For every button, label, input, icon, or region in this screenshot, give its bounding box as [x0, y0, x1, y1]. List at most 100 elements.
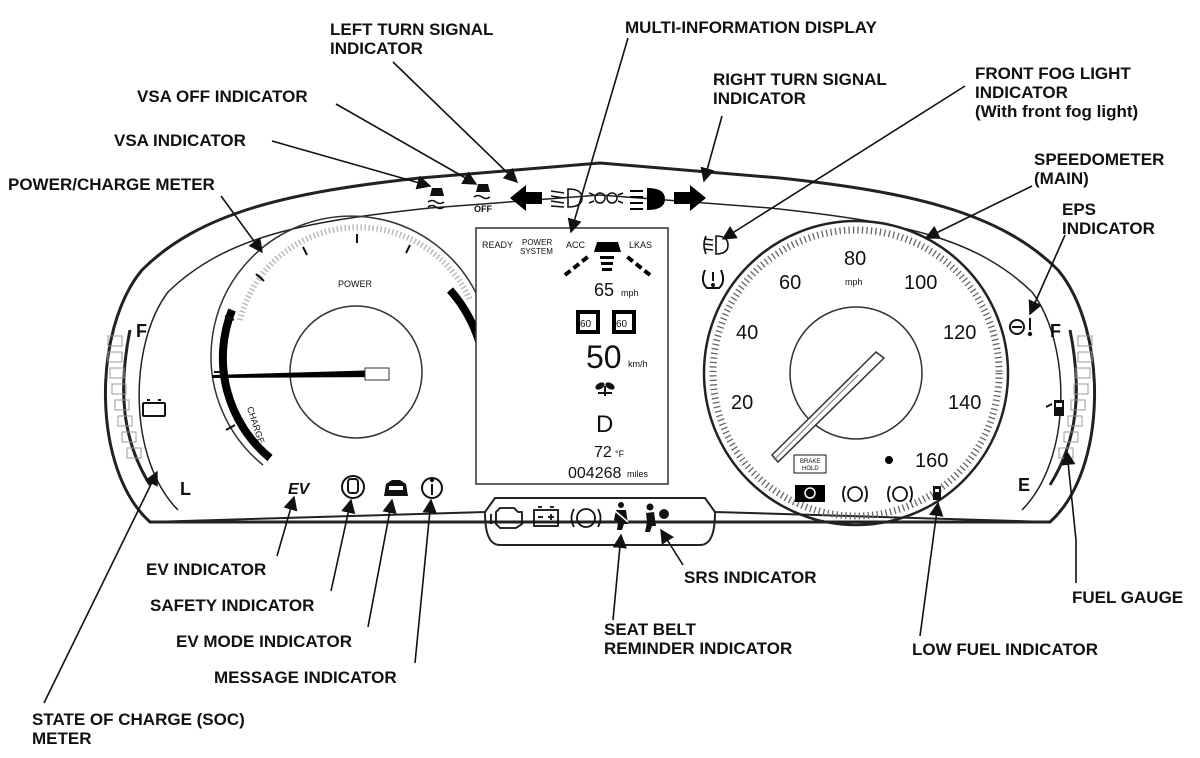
low-beam-icon	[550, 188, 583, 208]
mid-odometer-unit: miles	[627, 469, 649, 479]
low-fuel-icon	[933, 486, 941, 500]
srs-icon	[645, 503, 669, 532]
mid-lkas: LKAS	[629, 240, 652, 250]
label-left-turn-signal-line1: LEFT TURN SIGNAL	[330, 20, 494, 39]
parking-light-icon	[588, 192, 624, 204]
mid-power-system-2: SYSTEM	[520, 247, 553, 256]
mid-gear: D	[596, 411, 613, 438]
label-front-fog-light-line2: INDICATOR	[975, 83, 1068, 102]
label-speedometer: SPEEDOMETER (MAIN)	[1034, 150, 1164, 188]
label-vsa-off: VSA OFF INDICATOR	[137, 87, 308, 106]
seat-belt-icon	[613, 502, 629, 530]
label-soc-meter: STATE OF CHARGE (SOC) METER	[32, 710, 245, 748]
label-eps-line2: INDICATOR	[1062, 219, 1155, 238]
vsa-off-icon: OFF	[473, 184, 492, 214]
soc-meter: F L	[107, 321, 191, 499]
label-seat-belt-line1: SEAT BELT	[604, 620, 696, 639]
fuel-empty-mark: E	[1018, 475, 1030, 495]
label-seat-belt-line2: REMINDER INDICATOR	[604, 639, 793, 658]
fuel-pump-icon	[1045, 400, 1064, 416]
left-lower-indicators: EV	[288, 475, 443, 499]
speed-tick-100: 100	[904, 272, 937, 294]
mid-set-speed: 65	[594, 280, 614, 300]
label-front-fog-light-line3: (With front fog light)	[975, 102, 1139, 121]
speed-unit: mph	[845, 277, 863, 287]
brake-hold-1: BRAKE	[800, 459, 820, 465]
label-eps-line1: EPS	[1062, 200, 1097, 219]
label-right-turn-signal: RIGHT TURN SIGNAL INDICATOR	[713, 70, 887, 108]
right-arrow-icon	[674, 185, 706, 211]
fuel-full-mark: F	[1050, 321, 1061, 341]
label-srs: SRS INDICATOR	[684, 568, 817, 587]
left-arrow-icon	[510, 185, 542, 211]
label-vsa: VSA INDICATOR	[114, 131, 246, 150]
brake-hold-icon: BRAKE HOLD	[793, 454, 827, 474]
brake-icon	[842, 485, 868, 503]
fuel-gauge: F E	[1018, 321, 1093, 495]
multi-information-display: READY POWER SYSTEM ACC LKAS 65 mph 60 60…	[475, 227, 669, 485]
label-fuel-gauge: FUEL GAUGE	[1072, 588, 1184, 607]
speed-tick-20: 20	[731, 392, 753, 414]
soc-low-mark: L	[180, 479, 191, 499]
label-front-fog-light: FRONT FOG LIGHT INDICATOR (With front fo…	[975, 64, 1138, 121]
brake-hold-2: HOLD	[802, 466, 819, 472]
label-speedometer-line1: SPEEDOMETER	[1034, 150, 1165, 169]
lane-car-icon	[563, 242, 652, 277]
message-icon	[421, 477, 443, 499]
mid-acc: ACC	[566, 240, 586, 250]
mid-odometer: 004268	[568, 465, 621, 482]
label-power-charge-meter: POWER/CHARGE METER	[8, 175, 215, 194]
auto-brake-hold-icon	[795, 485, 825, 502]
label-soc-meter-line1: STATE OF CHARGE (SOC)	[32, 710, 245, 729]
label-seat-belt: SEAT BELT REMINDER INDICATOR	[604, 620, 792, 658]
label-front-fog-light-line1: FRONT FOG LIGHT	[975, 64, 1131, 83]
speed-tick-80: 80	[844, 248, 866, 270]
eps-icon	[1009, 318, 1033, 337]
speedometer-main: 20 40 60 80 mph 100 120 140 160 BRAKE HO…	[702, 219, 1010, 527]
label-ev-mode-indicator: EV MODE INDICATOR	[176, 632, 352, 651]
label-eps: EPS INDICATOR	[1062, 200, 1155, 238]
label-left-turn-signal-line2: INDICATOR	[330, 39, 423, 58]
label-right-turn-signal-line2: INDICATOR	[713, 89, 806, 108]
power-word: POWER	[338, 279, 373, 289]
speed-tick-60: 60	[779, 272, 801, 294]
mid-sign-left: 60	[580, 319, 592, 330]
speed-tick-140: 140	[948, 392, 981, 414]
safety-icon	[341, 475, 365, 499]
battery-icon	[142, 399, 166, 417]
soc-full-mark: F	[136, 321, 147, 341]
bottom-warning-strip	[490, 502, 669, 532]
label-left-turn-signal: LEFT TURN SIGNAL INDICATOR	[330, 20, 493, 58]
leader-lines	[43, 37, 1077, 704]
mid-ready: READY	[482, 240, 513, 250]
mid-temperature-unit: °F	[615, 449, 625, 459]
label-multi-information-display: MULTI-INFORMATION DISPLAY	[625, 18, 877, 37]
mid-speed-unit: km/h	[628, 359, 648, 369]
power-charge-meter: POWER CHARGE	[210, 215, 492, 466]
label-message-indicator: MESSAGE INDICATOR	[214, 668, 397, 687]
check-engine-icon	[490, 507, 523, 529]
ev-mode-icon	[384, 480, 408, 496]
label-right-turn-signal-line1: RIGHT TURN SIGNAL	[713, 70, 887, 89]
speed-tick-40: 40	[736, 322, 758, 344]
high-beam-icon	[630, 188, 665, 210]
label-ev-indicator: EV INDICATOR	[146, 560, 267, 579]
label-soc-meter-line2: METER	[32, 729, 92, 748]
vsa-off-text: OFF	[474, 204, 492, 214]
vsa-icon	[427, 188, 445, 210]
mid-temperature: 72	[594, 444, 612, 461]
mid-power-system-1: POWER	[522, 238, 552, 247]
label-safety-indicator: SAFETY INDICATOR	[150, 596, 315, 615]
mid-speed: 50	[586, 339, 622, 375]
speed-tick-120: 120	[943, 322, 976, 344]
tpms-icon	[701, 269, 725, 289]
top-indicators: OFF	[427, 184, 706, 214]
eco-leaf-icon	[595, 382, 615, 396]
mid-sign-right: 60	[616, 319, 628, 330]
label-speedometer-line2: (MAIN)	[1034, 169, 1089, 188]
parking-brake-icon	[887, 485, 913, 503]
label-low-fuel: LOW FUEL INDICATOR	[912, 640, 1099, 659]
ev-badge: EV	[288, 481, 311, 498]
abs-icon	[570, 508, 602, 528]
